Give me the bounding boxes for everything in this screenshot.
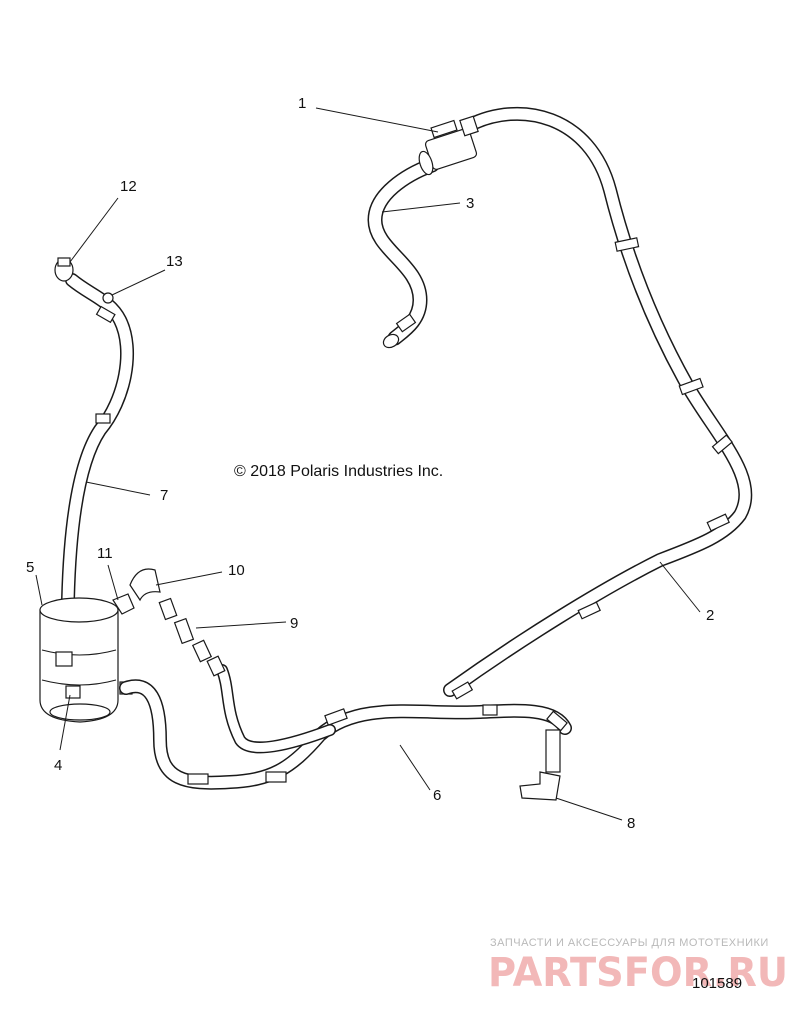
hose-2-clip <box>614 237 640 252</box>
callout-6: 6 <box>433 787 441 804</box>
leader-2 <box>659 561 701 613</box>
callout-4: 4 <box>54 757 62 774</box>
connector-9 <box>191 639 213 663</box>
hose-6-clip <box>546 710 568 732</box>
callout-13: 13 <box>166 253 183 270</box>
leader-8 <box>555 797 623 821</box>
elbow-10 <box>129 568 161 602</box>
connector-9 <box>158 597 178 621</box>
hose-2 <box>443 106 753 700</box>
leader-4 <box>59 694 71 751</box>
callout-labels: 1 2 3 4 5 6 7 8 9 10 11 12 13 <box>26 95 714 832</box>
hose-7-clip <box>95 413 111 424</box>
canister-bottom <box>49 703 111 721</box>
hose-2-clip <box>451 681 474 700</box>
leader-12 <box>69 197 119 263</box>
copyright-notice: © 2018 Polaris Industries Inc. <box>234 463 443 480</box>
valve-port <box>418 150 434 176</box>
callout-10: 10 <box>228 562 245 579</box>
hose-2-clip <box>678 377 704 396</box>
cap-11-body <box>112 593 135 615</box>
leader-1 <box>315 107 439 133</box>
hose-6-clip <box>265 771 287 783</box>
callout-2: 2 <box>706 607 714 624</box>
leader-5 <box>35 574 43 606</box>
leader-10 <box>155 571 223 586</box>
callout-5: 5 <box>26 559 34 576</box>
hose-3 <box>367 157 440 349</box>
callout-9: 9 <box>290 615 298 632</box>
clip-13 <box>102 292 114 304</box>
canister <box>39 597 133 723</box>
fitting-12-nut <box>57 257 71 267</box>
connector-9 <box>173 617 195 645</box>
connector-9 <box>206 655 226 677</box>
hose-3-end-fitting <box>395 313 417 333</box>
callout-11: 11 <box>97 545 113 562</box>
leader-9 <box>195 621 287 629</box>
callout-7: 7 <box>160 487 168 504</box>
drawing-number: 101589 <box>692 975 742 992</box>
canister-tab <box>55 651 73 667</box>
hose-2-clip <box>711 434 733 455</box>
hose-6-clip <box>187 773 209 785</box>
callout-3: 3 <box>466 195 474 212</box>
cap-11 <box>112 593 135 615</box>
fitting-8-elbow <box>519 771 561 801</box>
bracket-4 <box>65 685 81 699</box>
leader-7 <box>85 481 151 496</box>
leader-6 <box>399 744 431 791</box>
leader-11 <box>107 564 119 601</box>
clip-13-head <box>102 292 114 304</box>
hose-7 <box>61 273 135 607</box>
canister-band <box>41 679 117 686</box>
canister-body <box>39 609 119 723</box>
hose-6 <box>119 679 572 790</box>
hose-2-clip <box>706 513 730 532</box>
leader-3 <box>381 202 461 213</box>
hose-9-segment <box>158 597 336 754</box>
valve-port <box>459 115 479 137</box>
callout-1: 1 <box>298 95 306 112</box>
fitting-8 <box>519 729 561 801</box>
hose-6-clip <box>482 704 498 716</box>
valve-connector <box>430 119 458 139</box>
leader-13 <box>111 269 166 296</box>
hose-2-clip <box>577 601 601 620</box>
watermark: ЗАПЧАСТИ И АКСЕССУАРЫ ДЛЯ МОТОТЕХНИКИ PA… <box>488 937 788 996</box>
canister-band <box>41 649 117 656</box>
fitting-8-stem <box>545 729 561 773</box>
watermark-tagline: ЗАПЧАСТИ И АКСЕССУАРЫ ДЛЯ МОТОТЕХНИКИ <box>490 937 769 949</box>
hose-3-open-end <box>382 333 400 349</box>
callout-12: 12 <box>120 178 137 195</box>
hose-7-clip <box>95 305 116 324</box>
canister-top <box>39 597 119 623</box>
hose-6-clip <box>324 708 348 726</box>
watermark-logo: PARTSFOR.RU <box>488 950 788 996</box>
valve <box>418 115 479 176</box>
callout-8: 8 <box>627 815 635 832</box>
elbow-10-body <box>129 568 161 602</box>
leader-lines <box>35 107 701 821</box>
